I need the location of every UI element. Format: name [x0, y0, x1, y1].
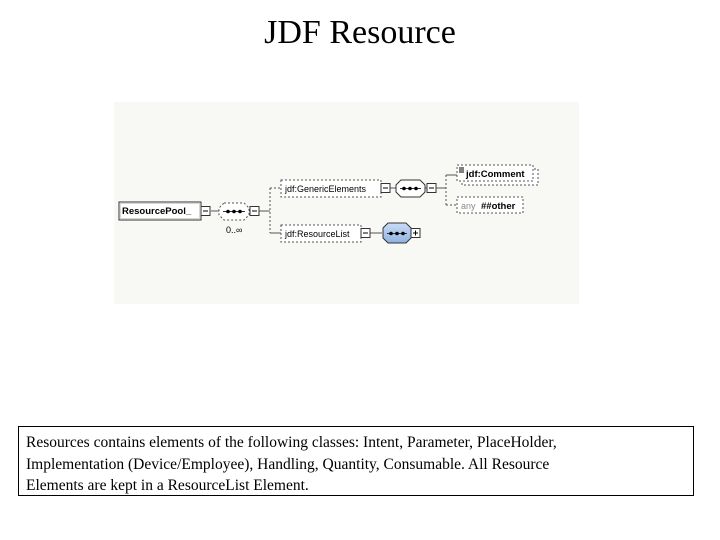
generic-elements-node: jdf:GenericElements — [280, 179, 382, 198]
collapse-minus-icon[interactable] — [360, 228, 371, 238]
sequence-icon — [382, 222, 412, 244]
comment-element-label: jdf:Comment — [465, 169, 525, 180]
comment-element-node: jdf:Comment — [456, 164, 539, 186]
expand-plus-icon[interactable] — [410, 228, 421, 238]
resource-list-label: jdf:ResourceList — [284, 229, 350, 239]
schema-diagram-canvas: ResourcePool_ 0..∞ jdf:GenericElements — [118, 164, 539, 244]
resource-list-node: jdf:ResourceList — [280, 224, 362, 243]
root-element-node: ResourcePool_ — [118, 201, 211, 221]
description-line: Resources contains elements of the follo… — [26, 434, 557, 451]
any-value-label: ##other — [481, 201, 516, 212]
slide-title: JDF Resource — [264, 14, 456, 51]
any-prefix-label: any — [461, 201, 476, 211]
collapse-minus-icon[interactable] — [249, 206, 260, 216]
description-box: Resources contains elements of the follo… — [18, 426, 694, 496]
schema-diagram: ResourcePool_ 0..∞ jdf:GenericElements — [114, 102, 579, 304]
collapse-minus-icon[interactable] — [200, 206, 211, 216]
generic-elements-label: jdf:GenericElements — [284, 184, 367, 194]
collapse-minus-icon[interactable] — [426, 183, 437, 193]
stack-indicator-icon — [459, 167, 464, 173]
cardinality-label: 0..∞ — [226, 225, 242, 235]
description-line: Elements are kept in a ResourceList Elem… — [26, 477, 309, 494]
description-line: Implementation (Device/Employee), Handli… — [26, 455, 550, 473]
collapse-minus-icon[interactable] — [380, 183, 391, 193]
any-wildcard-node: any ##other — [456, 196, 524, 214]
root-element-label: ResourcePool_ — [122, 206, 192, 217]
sequence-icon — [218, 202, 250, 221]
sequence-icon — [395, 179, 426, 198]
